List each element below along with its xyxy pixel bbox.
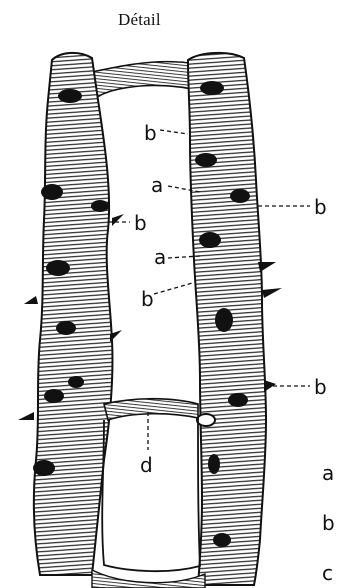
spur-left-4 [18,412,34,420]
legend-letter-a: a [322,461,334,485]
spur-left-1 [112,214,124,226]
lower-frame [102,418,200,571]
spur-right-1 [258,262,276,272]
leader-b-lower [154,282,196,294]
open-pit [197,414,215,426]
label-a-upper: a [151,173,163,197]
bottom-bridge [92,570,205,588]
label-a-lower: a [154,245,166,269]
legend-letter-c: c [322,561,333,585]
spur-right-2 [262,288,282,298]
label-b-left: b [134,211,147,235]
spur-left-2 [24,296,38,304]
label-b-top: b [144,121,157,145]
label-b-lower: b [141,287,154,311]
label-b-right-upper: b [314,195,327,219]
label-d: d [140,453,153,477]
legend-letter-b: b [322,511,335,535]
leader-b-top [160,130,188,134]
lower-bridge [104,399,198,420]
left-vessel [34,53,113,575]
label-b-right-lower: b [314,375,327,399]
